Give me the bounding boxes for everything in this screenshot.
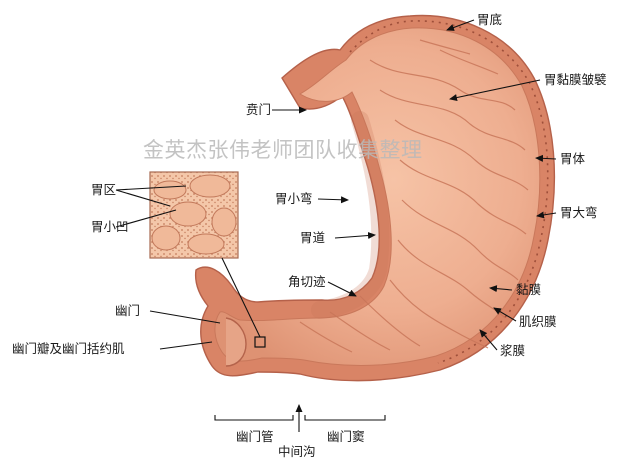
label-intermediate-groove: 中间沟 [278, 444, 316, 459]
label-gastric-pits: 胃小凹 [91, 219, 129, 234]
label-cardia: 贲门 [246, 102, 271, 117]
label-gastric-canal: 胃道 [300, 230, 326, 245]
label-angular-incisure: 角切迹 [288, 274, 326, 289]
label-pyloric-antrum: 幽门窦 [327, 429, 365, 444]
label-body: 胃体 [560, 151, 586, 166]
pyloric-region-bracket [215, 405, 385, 432]
label-pylorus: 幽门 [115, 303, 140, 318]
label-muscularis: 肌织膜 [519, 314, 557, 329]
label-serosa: 浆膜 [500, 343, 525, 358]
watermark-text: 金英杰张伟老师团队收集整理 [143, 138, 423, 162]
label-gastric-areas: 胃区 [91, 182, 116, 197]
label-fundus: 胃底 [477, 12, 502, 27]
label-mucosa: 黏膜 [516, 282, 541, 297]
label-lesser-curvature: 胃小弯 [275, 191, 313, 206]
label-pyloric-valve: 幽门瓣及幽门括约肌 [12, 341, 125, 356]
label-gastric-folds: 胃黏膜皱襞 [544, 72, 607, 87]
label-greater-curvature: 胃大弯 [560, 205, 598, 220]
label-pyloric-canal: 幽门管 [236, 429, 274, 444]
